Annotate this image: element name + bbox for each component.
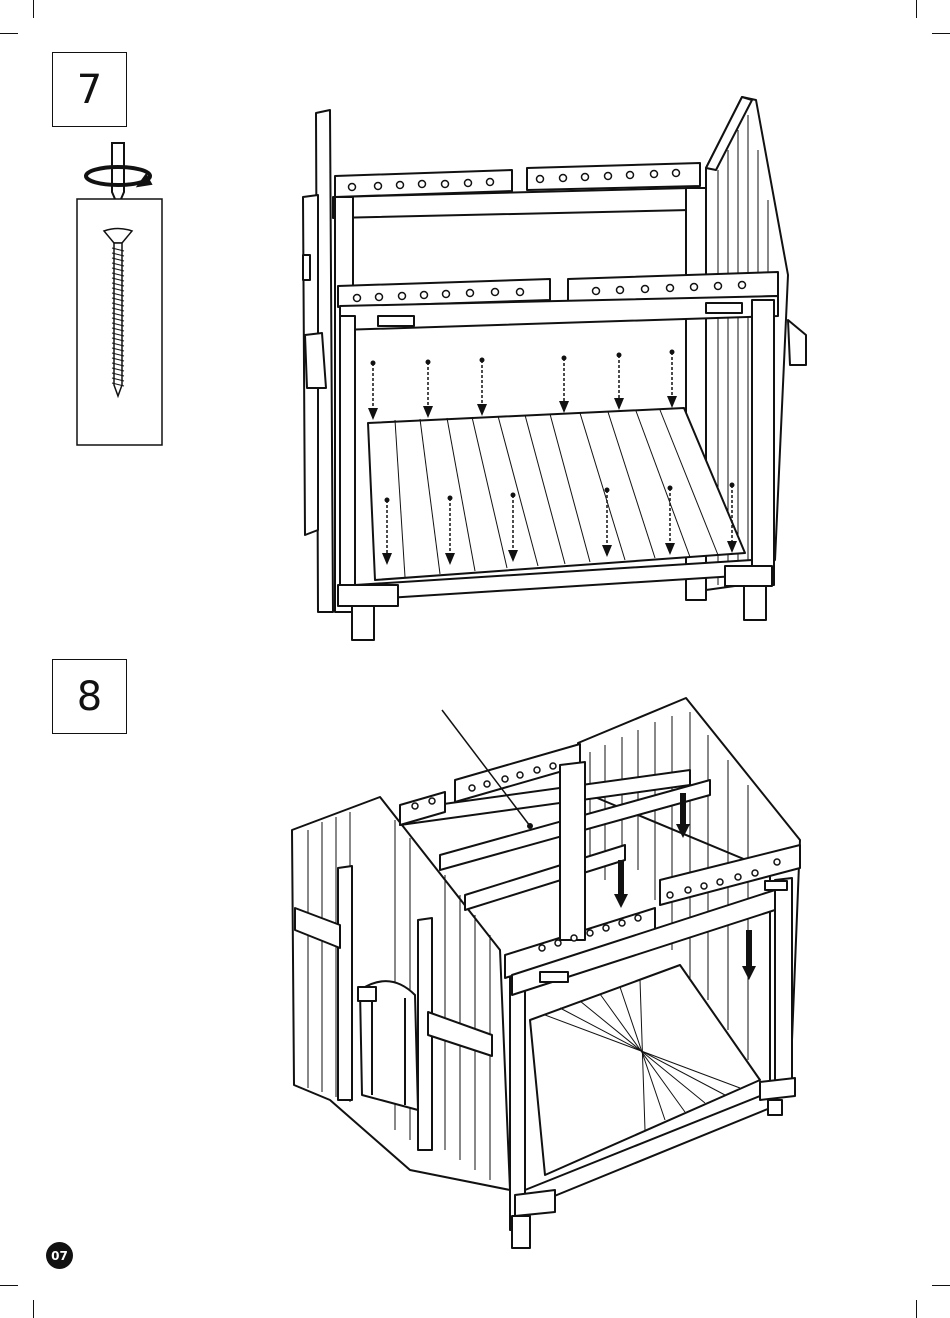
- screw-hole: [502, 776, 508, 782]
- screw-hole: [605, 173, 612, 180]
- screw-hole: [469, 785, 475, 791]
- screw-hole: [492, 289, 499, 296]
- screw-hole: [673, 170, 680, 177]
- screw-arrow: [614, 353, 624, 411]
- step-7-frame-drawing: [303, 97, 806, 640]
- screw-hole: [539, 945, 545, 951]
- screw-hole: [774, 859, 780, 865]
- screw-hole: [735, 874, 741, 880]
- screw-hole: [685, 887, 691, 893]
- screw-hole: [412, 803, 418, 809]
- screw-arrow: [559, 356, 569, 414]
- screw-hole: [442, 181, 449, 188]
- screw-hole: [715, 283, 722, 290]
- screw-hole: [752, 870, 758, 876]
- screw-hole: [635, 915, 641, 921]
- screw-hole: [701, 883, 707, 889]
- screw-hole: [587, 930, 593, 936]
- screw-hole: [465, 180, 472, 187]
- screw-hole: [617, 287, 624, 294]
- screw-hole: [467, 290, 474, 297]
- screw-hole: [555, 940, 561, 946]
- screw-hole: [487, 179, 494, 186]
- screw-hole: [399, 293, 406, 300]
- screw-hole: [484, 781, 490, 787]
- placement-arrow: [742, 930, 756, 980]
- screw-hole: [627, 172, 634, 179]
- page-number: 07: [46, 1242, 73, 1269]
- screw-hole: [571, 935, 577, 941]
- screw-hole: [603, 925, 609, 931]
- screw-hole: [550, 763, 556, 769]
- screw-hole: [667, 285, 674, 292]
- screw-hole: [691, 284, 698, 291]
- screw-hole: [717, 879, 723, 885]
- placement-arrow: [614, 860, 628, 908]
- screw-hole: [619, 920, 625, 926]
- screw-arrow: [423, 360, 433, 419]
- screw-hole: [397, 182, 404, 189]
- screw-hole: [517, 772, 523, 778]
- screw-hole: [443, 291, 450, 298]
- step-8-frame-drawing: [292, 698, 800, 1248]
- screw-hole: [593, 288, 600, 295]
- screw-hole: [560, 175, 567, 182]
- screw-hole: [429, 798, 435, 804]
- screw-hole: [375, 183, 382, 190]
- screw-hole: [349, 184, 356, 191]
- screwdriver-rotate-icon: [86, 143, 151, 206]
- screw-hole: [537, 176, 544, 183]
- screw-arrow: [667, 350, 677, 409]
- screw-hole: [642, 286, 649, 293]
- screw-hole: [421, 292, 428, 299]
- screw-hole: [582, 174, 589, 181]
- screw-arrow: [477, 358, 487, 417]
- screw-arrow: [368, 361, 378, 421]
- screw-hole: [739, 282, 746, 289]
- screw-hole: [667, 892, 673, 898]
- screw-hole: [419, 181, 426, 188]
- screw-hole: [354, 295, 361, 302]
- screw-hole: [651, 171, 658, 178]
- screw-hole: [534, 767, 540, 773]
- screw-hole: [517, 289, 524, 296]
- screw-hole: [376, 294, 383, 301]
